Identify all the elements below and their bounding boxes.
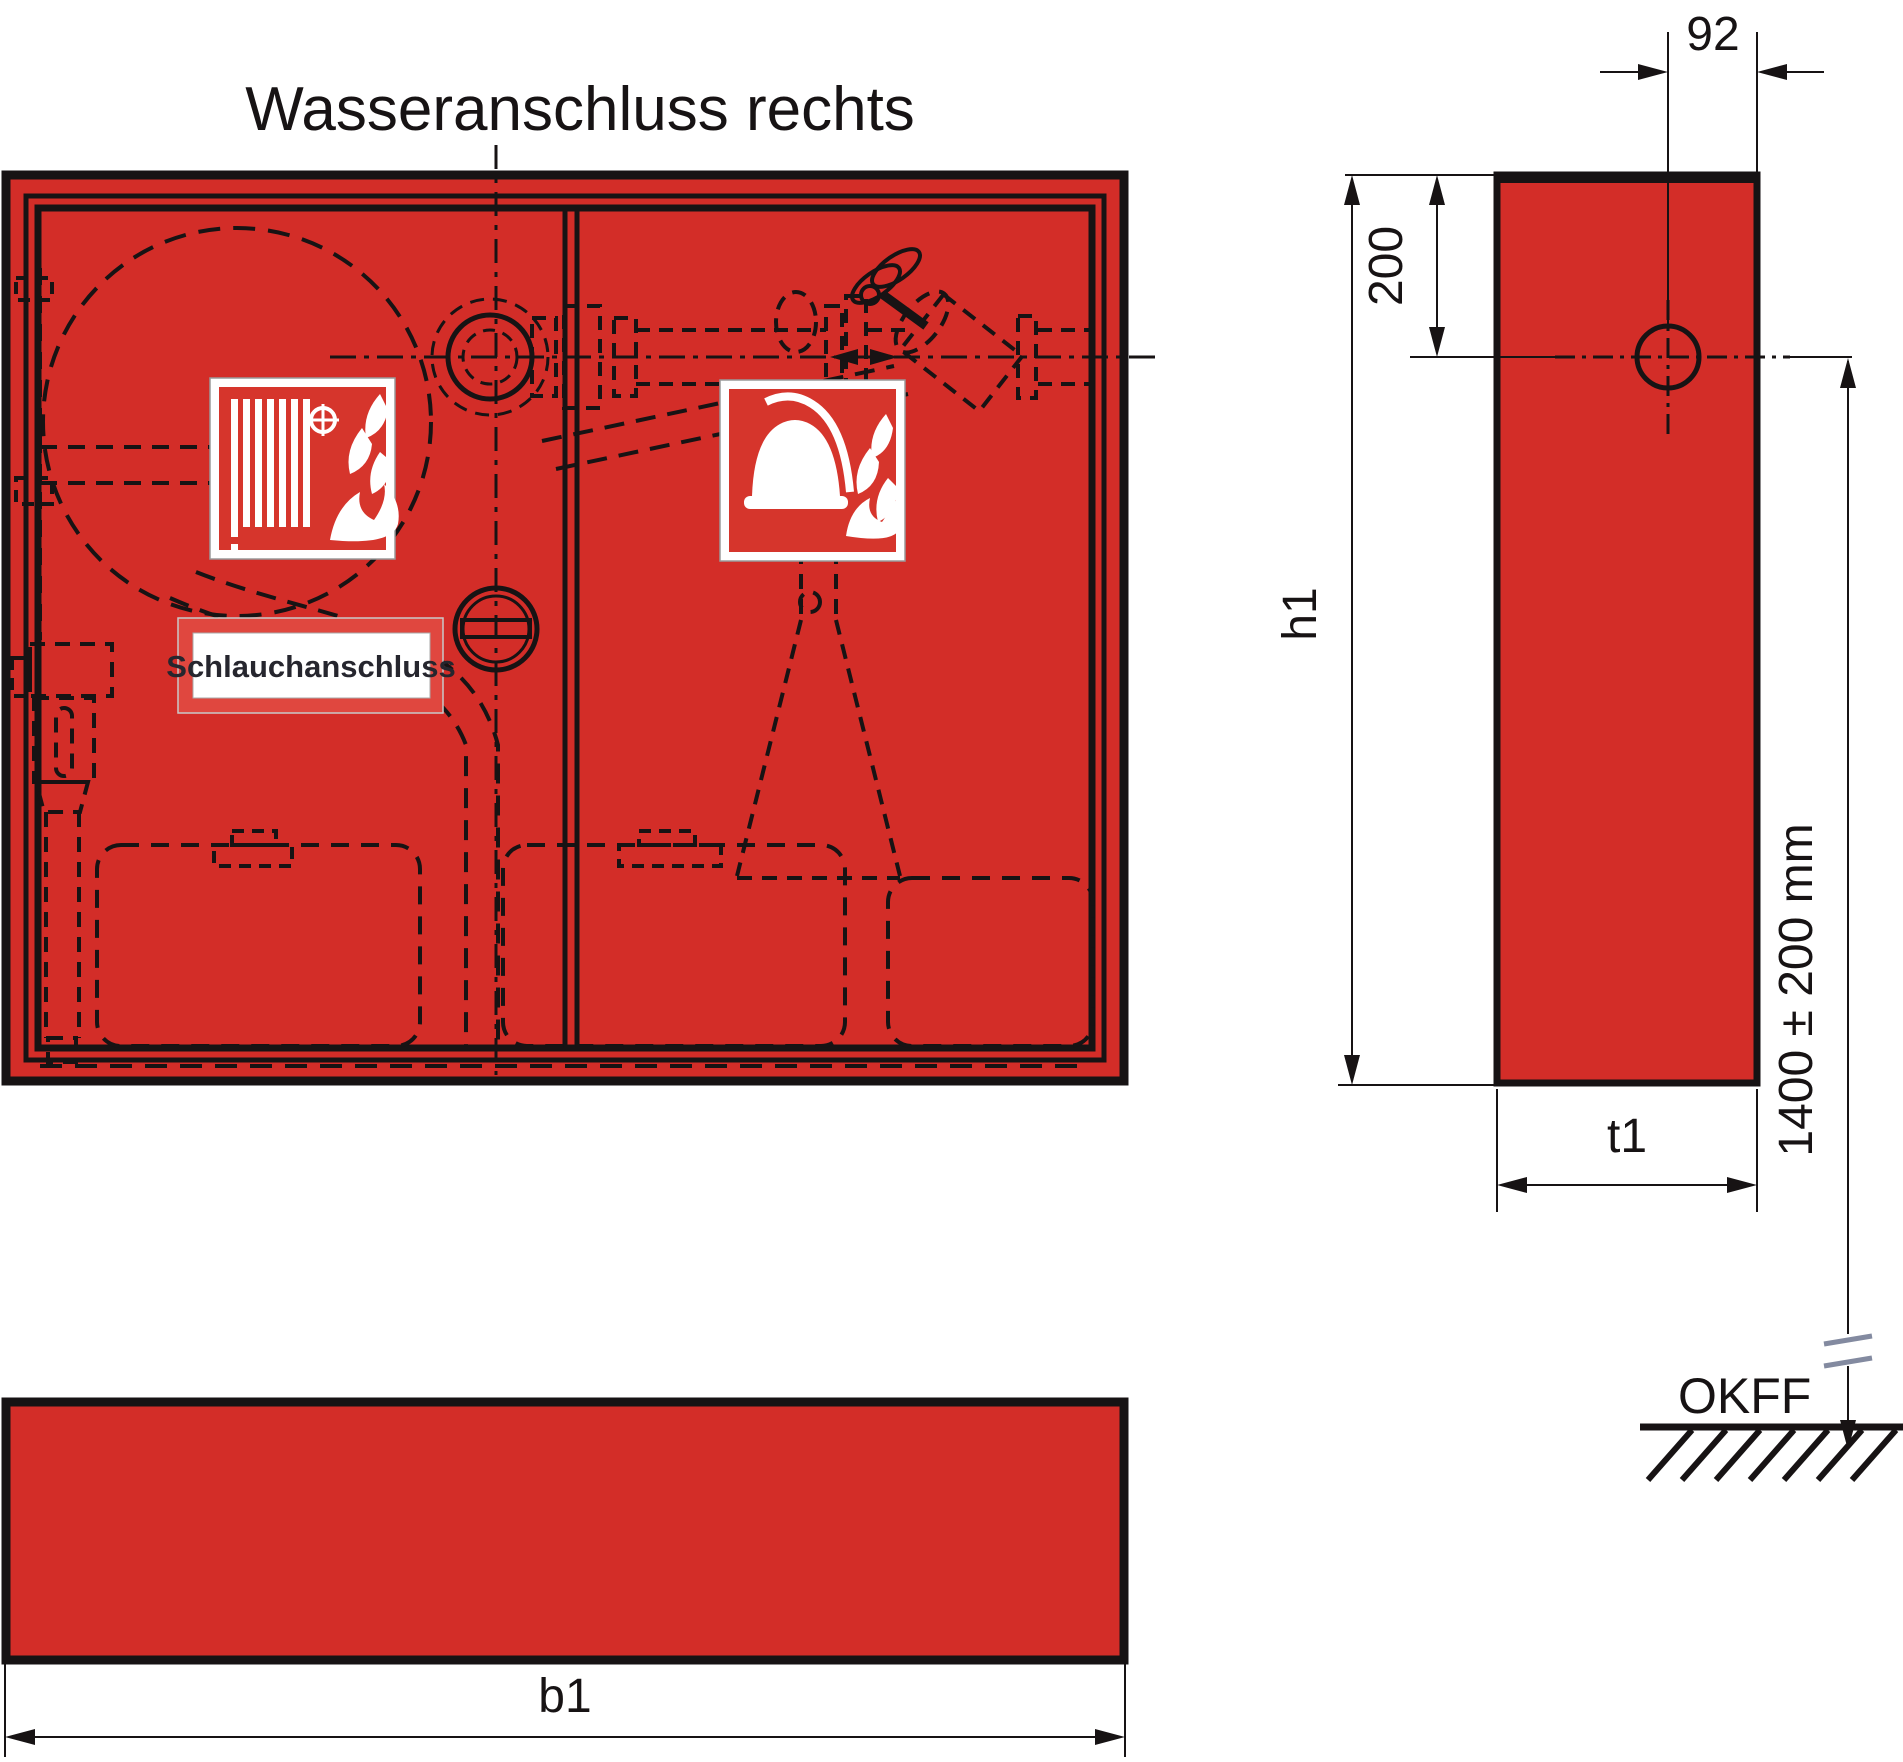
top-view <box>1 1397 1129 1665</box>
cabinet-frame-outer <box>23 193 1107 1063</box>
fire-hose-reel-sign <box>209 377 399 560</box>
hose-diagonal-2 <box>541 364 895 443</box>
dimension-92: 92 <box>1600 8 1824 330</box>
bin-left-handle-top <box>230 829 278 847</box>
hose-connection-text: Schlauchanschluss <box>166 649 455 684</box>
dimension-t1: t1 <box>1496 1089 1758 1212</box>
hose-nozzle-outline <box>28 642 114 1064</box>
floor-hatching <box>1645 1428 1899 1482</box>
dim-b1-value: b1 <box>538 1670 591 1723</box>
flow-arrow-left <box>830 349 858 365</box>
side-view <box>1493 171 1790 1087</box>
dimension-b1: b1 <box>4 1664 1126 1757</box>
break-mark-2 <box>1823 1355 1873 1369</box>
pipe-coupling-outer <box>430 297 550 417</box>
dim-200-value: 200 <box>1360 226 1413 306</box>
floor-reference: OKFF <box>1640 1368 1903 1482</box>
valve-handwheel <box>850 247 929 330</box>
cabinet-side-body <box>1493 171 1761 1087</box>
dimension-200: 200 <box>1345 174 1555 358</box>
cabinet-top-body <box>1 1397 1129 1665</box>
dim-t1-value: t1 <box>1607 1110 1647 1163</box>
front-view <box>1 145 1163 1086</box>
valve-body-outline <box>893 289 1026 414</box>
bin-left-handle <box>212 843 294 868</box>
dim-h1-value: h1 <box>1274 587 1327 640</box>
hose-reel-outline <box>41 226 433 618</box>
valve-front-handwheel <box>452 585 540 673</box>
dimensions: 92 200 h1 t1 <box>4 8 1903 1757</box>
dim-mounting-height-value: 1400 ± 200 mm <box>1770 823 1823 1156</box>
storage-bin-right <box>886 876 1095 1048</box>
fire-equipment-sign <box>719 379 906 562</box>
dimension-mounting-height: 1400 ± 200 mm <box>1770 356 1873 1450</box>
storage-bin-middle <box>501 843 847 1048</box>
wall-bracket-middle <box>14 476 54 506</box>
pipe-coupling-inner <box>461 328 519 386</box>
break-mark-1 <box>1823 1333 1873 1347</box>
flow-arrow-right <box>870 349 898 365</box>
schlauchanschluss-label: Schlauchanschluss <box>166 617 456 714</box>
dimension-h1: h1 <box>1274 175 1495 1086</box>
hose-reel-pictogram <box>231 394 399 558</box>
wall-fitting <box>10 656 32 698</box>
bin-middle-handle <box>617 843 723 868</box>
bin-middle-handle-top <box>637 829 697 847</box>
wall-bracket-top <box>14 276 54 302</box>
dim-92-value: 92 <box>1686 8 1739 61</box>
drawing-title: Wasseranschluss rechts <box>245 75 915 144</box>
helmet-and-flames-pictogram <box>744 392 901 539</box>
okff-label: OKFF <box>1678 1368 1811 1424</box>
hose-valve-crosshair-icon <box>307 404 339 436</box>
